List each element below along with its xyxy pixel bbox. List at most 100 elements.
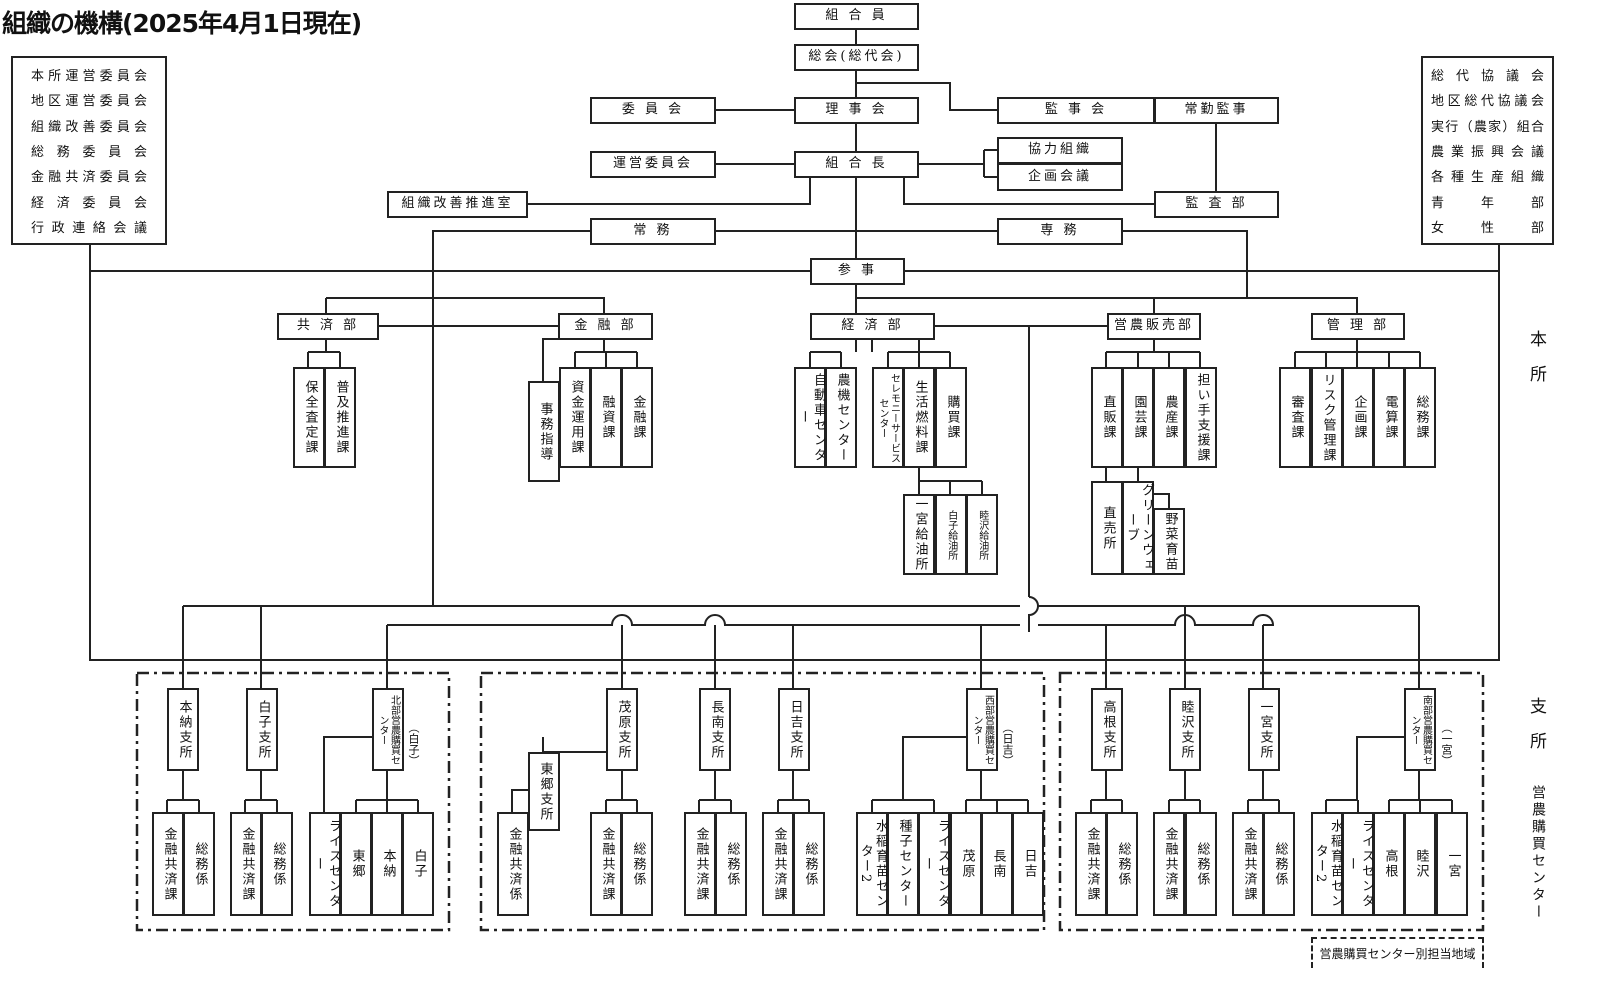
section: 資金運用課 [559,367,591,468]
box-managing-director-label: 常 務 [633,223,673,239]
dept-economy-label: 経 済 部 [841,318,904,334]
committee-item: 地区総代協議会 [1431,94,1544,110]
branch-ichinomiya: 一宮支所 [1248,688,1280,771]
section: 直販課 [1091,367,1123,468]
section: 直売所 [1091,481,1123,575]
side-label-branch: 支所 [1526,697,1546,767]
section-label: 生活燃料課 [912,380,928,455]
unit: 総務係 [1263,812,1295,916]
unit: 東郷 [340,812,372,916]
unit: 総務係 [793,812,825,916]
left-committee-list: 本所運営委員会 地区運営委員会 組織改善委員会 総務委員会 金融共済委員会 経済… [11,56,167,245]
unit-label: 総務係 [724,841,740,887]
section-label: 資金運用課 [568,380,584,455]
unit-label: 白子 [411,849,427,879]
unit-label: 総務係 [802,841,818,887]
box-reform-office: 組織改善推進室 [387,191,528,218]
box-audit-dept: 監 査 部 [1154,191,1279,218]
box-auditors: 監 事 会 [997,97,1155,124]
right-committee-list: 総代協議会 地区総代協議会 実行（農家）組合 農業振興会議 各種生産組織 青年部… [1421,56,1554,245]
box-steering-committee-label: 運営委員会 [612,156,693,172]
section: 農産課 [1153,367,1185,468]
committee-item: 組織改善委員会 [31,119,147,135]
section: 事務指導 [528,381,560,482]
unit-label: 金融共済係 [506,826,522,902]
unit: ライスセンター [1342,812,1374,916]
dept-mutual-aid: 共 済 部 [277,313,379,340]
unit-label: 高根 [1382,849,1398,879]
box-coop-orgs: 協力組織 [997,137,1123,164]
committee-item: 女性部 [1431,220,1544,236]
unit: 日吉 [1012,812,1044,916]
center-south-label: 南部営農購買センター [1409,694,1432,765]
committee-item: 農業振興会議 [1431,144,1544,160]
section: グリーンウェーブ [1122,481,1154,575]
committee-item: 行政連絡会議 [31,220,147,236]
unit: 総務係 [1185,812,1217,916]
dept-management: 管 理 部 [1311,313,1405,340]
committee-item: 経済委員会 [31,195,147,211]
section-label: 事務指導 [537,401,553,462]
box-counselor-label: 参 事 [837,263,878,279]
unit: 金融共済課 [684,812,716,916]
section-label: 睦沢給油所 [976,509,988,560]
unit: 白子 [402,812,434,916]
section-label: セレモニーサービスセンター [877,372,900,463]
box-board: 理 事 会 [794,97,919,124]
unit-label: 睦沢 [1413,849,1429,879]
box-members-label: 組 合 員 [825,8,888,24]
section-label: 電算課 [1382,395,1398,440]
section: 購買課 [935,367,967,468]
box-general-assembly-label: 総会(総代会) [808,49,905,65]
section-label: グリーンウェーブ [1124,483,1154,573]
section-label: 審査課 [1288,395,1304,440]
unit: 本納 [371,812,403,916]
section: 保全査定課 [293,367,325,468]
unit: 金融共済係 [497,812,529,916]
west-area-label: （日吉） [1001,722,1014,766]
section: 自動車センター [794,367,826,468]
unit-label: 金融共済課 [161,826,177,902]
unit-label: 総務係 [1194,841,1210,887]
dept-economy: 経 済 部 [810,313,935,340]
committee-item: 各種生産組織 [1431,170,1544,186]
section: 総務課 [1404,367,1436,468]
box-planning-meeting-label: 企画会議 [1027,168,1092,184]
branch-shirako: 白子支所 [246,688,278,771]
box-standing-auditor: 常勤監事 [1154,97,1279,124]
box-general-assembly: 総会(総代会) [794,44,919,71]
section-label: 購買課 [944,395,960,440]
unit: 水稲育苗センター2 [856,812,888,916]
unit: 一宮 [1436,812,1468,916]
branch-togo: 東郷支所 [528,752,560,831]
box-committee-label: 委 員 会 [621,102,685,118]
unit-label: 金融共済課 [239,826,255,902]
section-label: 野菜育苗 [1162,511,1178,572]
branch-takane: 高根支所 [1091,688,1123,771]
box-senior-managing-director-label: 専 務 [1040,223,1080,239]
section-label: 金融課 [630,395,646,440]
section: 園芸課 [1122,367,1154,468]
unit: 金融共済課 [1075,812,1107,916]
unit-label: 金融共済課 [1241,826,1257,902]
unit-label: 金融共済課 [1084,826,1100,902]
unit-label: 金融共済課 [1162,826,1178,902]
box-managing-director: 常 務 [590,218,716,245]
section: 生活燃料課 [903,367,935,468]
unit-label: 金融共済課 [693,826,709,902]
section: 担い手支援課 [1185,367,1217,468]
unit-label: ライスセンター [920,819,950,909]
box-coop-orgs-label: 協力組織 [1027,142,1092,158]
box-standing-auditor-label: 常勤監事 [1184,102,1249,118]
unit: 金融共済課 [152,812,184,916]
branch-shirako-label: 白子支所 [255,699,271,760]
center-north: 北部営農購買センター [372,688,404,771]
section-label: 総務課 [1413,395,1429,440]
box-president-label: 組 合 長 [825,156,888,172]
section-label: リスク管理課 [1320,372,1336,463]
unit-label: 水稲育苗センター2 [1313,819,1343,909]
center-west-label: 西部営農購買センター [971,694,994,765]
branch-mutsuzawa: 睦沢支所 [1169,688,1201,771]
box-steering-committee: 運営委員会 [590,151,716,178]
unit-label: 茂原 [959,849,975,879]
